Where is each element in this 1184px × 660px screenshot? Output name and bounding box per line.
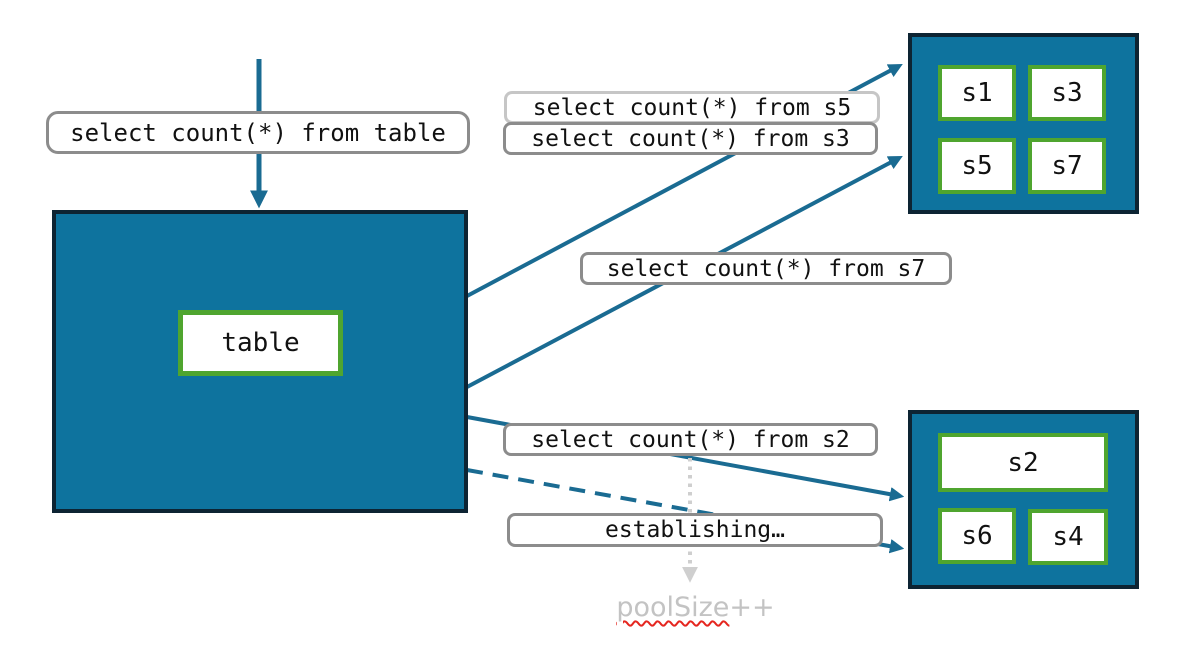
- query-label-s3: select count(*) from s3: [503, 122, 878, 155]
- shard-s4-node: s4: [1028, 509, 1108, 565]
- shard-s3-label: s3: [1051, 78, 1083, 108]
- poolsize-caption: poolSize++: [598, 592, 793, 623]
- shard-s7-label: s7: [1051, 151, 1083, 181]
- query-label-s2: select count(*) from s2: [503, 423, 878, 456]
- query-label-s3-text: select count(*) from s3: [531, 125, 850, 152]
- query-label-table-text: select count(*) from table: [70, 118, 446, 147]
- poolsize-suffix: ++: [729, 592, 775, 623]
- shard-s5-node: s5: [938, 138, 1016, 194]
- query-label-table: select count(*) from table: [46, 111, 470, 154]
- establishing-label: establishing…: [507, 513, 883, 547]
- query-label-s5-text: select count(*) from s5: [532, 94, 852, 121]
- shard-s3-node: s3: [1028, 65, 1106, 121]
- shard-s4-label: s4: [1052, 522, 1084, 552]
- query-label-s7: select count(*) from s7: [580, 252, 952, 285]
- poolsize-word: poolSize: [616, 592, 730, 623]
- shard-s6-label: s6: [961, 521, 993, 551]
- query-label-s2-text: select count(*) from s2: [531, 426, 850, 453]
- query-label-s7-text: select count(*) from s7: [606, 255, 926, 282]
- shard-s1-label: s1: [961, 78, 993, 108]
- shard-s5-label: s5: [961, 151, 993, 181]
- shard-s2-label: s2: [1007, 447, 1039, 478]
- shard-s2-node: s2: [938, 433, 1108, 492]
- query-label-s5: select count(*) from s5: [504, 91, 880, 124]
- table-node: table: [178, 310, 343, 376]
- shard-s7-node: s7: [1028, 138, 1106, 194]
- shard-s6-node: s6: [938, 508, 1016, 564]
- establishing-label-text: establishing…: [604, 517, 785, 543]
- shard-s1-node: s1: [938, 65, 1016, 121]
- table-node-label: table: [221, 328, 300, 358]
